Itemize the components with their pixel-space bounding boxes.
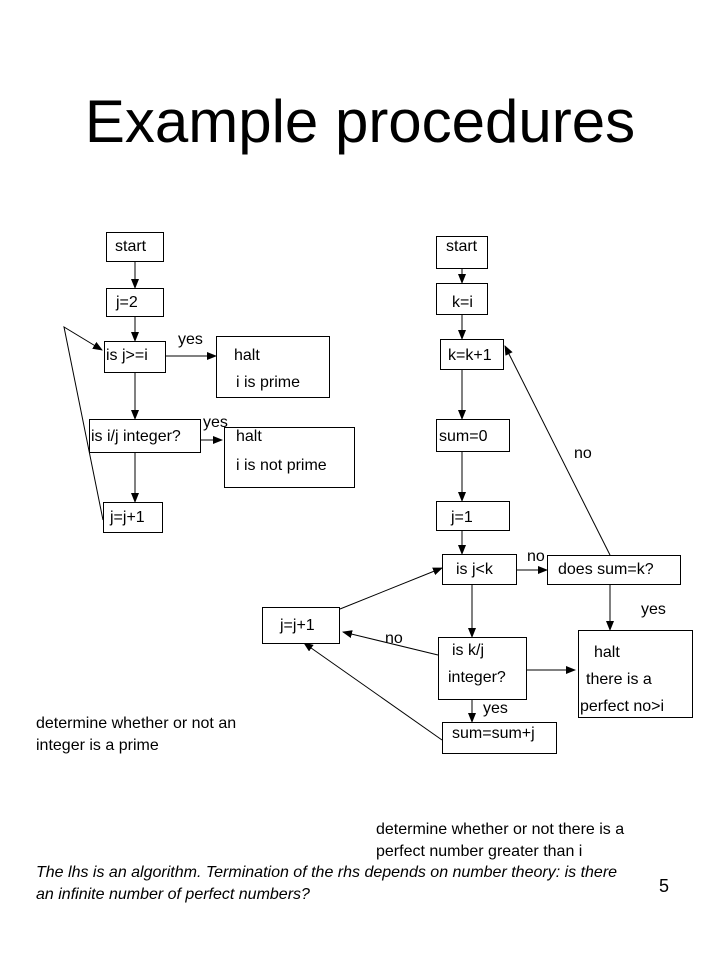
test-j-label-left: is j>=i: [106, 347, 148, 364]
left-caption: determine whether or not an integer is a…: [36, 713, 236, 757]
init-sum-box: [436, 419, 510, 452]
halt-prime-box: [216, 336, 330, 398]
incr-j-box-left: [103, 502, 163, 533]
init-j-box-left: [106, 288, 164, 317]
yes-label-2: yes: [203, 414, 228, 431]
halt-prime-sub: i is prime: [236, 374, 301, 391]
init-j-box-right: [436, 501, 510, 531]
no-label-left: no: [385, 630, 403, 647]
init-k-box: [436, 283, 488, 315]
incr-j-label-left: j=j+1: [110, 509, 145, 526]
yes-label-1: yes: [178, 331, 203, 348]
start-label-left: start: [115, 238, 147, 255]
arrow-loop-back: [63, 325, 104, 521]
init-sum-label: sum=0: [439, 428, 488, 445]
arrow-div-to-incr-j: [342, 630, 439, 656]
footer-line2: an infinite number of perfect numbers?: [36, 886, 310, 903]
arrow-incr-j-to-test: [339, 567, 443, 610]
test-div-label-right-1: is k/j: [452, 642, 484, 659]
test-sum-box: [547, 555, 681, 585]
start-box-left: [106, 232, 164, 262]
test-sum-label: does sum=k?: [558, 561, 654, 578]
test-div-box-right: [438, 637, 527, 700]
sum-add-box: [442, 722, 557, 754]
right-caption: determine whether or not there is a perf…: [376, 819, 624, 863]
arrow-sum-to-incr-j: [303, 642, 443, 741]
no-label-top: no: [574, 445, 592, 462]
left-caption-line2: integer is a prime: [36, 737, 159, 754]
incr-k-label: k=k+1: [448, 347, 492, 364]
start-label-right: start: [446, 238, 478, 255]
init-j-label-left: j=2: [116, 294, 138, 311]
yes-label-bottom: yes: [483, 700, 508, 717]
halt-perfect-box: [578, 630, 693, 718]
test-div-box-left: [89, 419, 201, 453]
footer-note: The lhs is an algorithm. Termination of …: [36, 862, 720, 906]
test-j-box-right: [442, 554, 517, 585]
halt-perfect-label: halt: [594, 644, 620, 661]
page-number: 5: [659, 876, 670, 896]
left-caption-line1: determine whether or not an: [36, 715, 237, 732]
incr-j-box-right: [262, 607, 340, 644]
test-j-label-right: is j<k: [456, 561, 493, 578]
init-k-label: k=i: [452, 294, 473, 311]
halt-perfect-sub2: perfect no>i: [580, 698, 665, 715]
yes-label-right: yes: [641, 601, 666, 618]
right-caption-line2: perfect number greater than i: [376, 843, 583, 860]
page-title: Example procedures: [84, 88, 636, 155]
test-j-box-left: [104, 341, 166, 373]
footer-line1: The lhs is an algorithm. Termination of …: [36, 864, 618, 881]
test-div-label-right-2: integer?: [448, 669, 506, 686]
incr-j-label-right: j=j+1: [280, 617, 315, 634]
start-box-right: [436, 236, 488, 269]
no-label-mid: no: [527, 548, 545, 565]
test-div-label-left: is i/j integer?: [91, 428, 181, 445]
arrow-sumtest-to-incr-k: [504, 345, 611, 556]
halt-not-prime-label: halt: [236, 428, 262, 445]
sum-add-label: sum=sum+j: [452, 725, 535, 742]
halt-not-prime-sub: i is not prime: [236, 457, 327, 474]
halt-prime-label: halt: [234, 347, 260, 364]
halt-perfect-sub1: there is a: [586, 671, 652, 688]
right-caption-line1: determine whether or not there is a: [376, 821, 625, 838]
halt-not-prime-box: [224, 427, 355, 488]
init-j-label-right: j=1: [451, 509, 473, 526]
incr-k-box: [440, 339, 504, 370]
